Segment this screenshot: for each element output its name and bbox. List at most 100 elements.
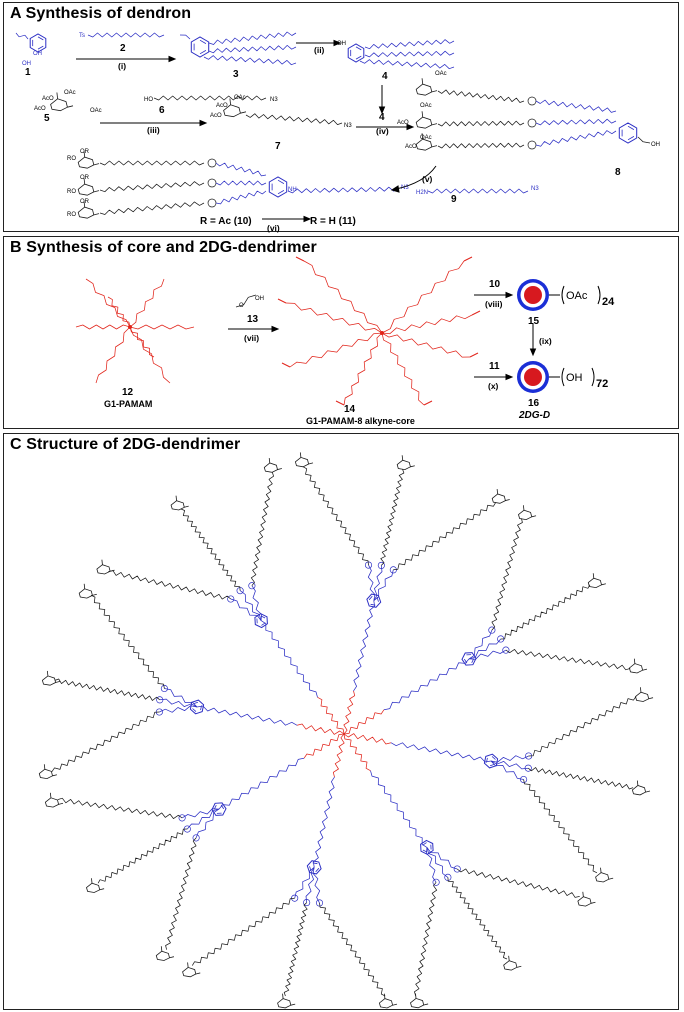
compound-10-sugar-2 [77,178,100,196]
dendron-4-black-arm-1 [165,837,197,950]
core-branch-5 [296,723,345,735]
g1-pamam-branch-8 [129,326,155,358]
compound-10-sugar-1 [77,151,100,169]
panel-b-core-synthesis: B Synthesis of core and 2DG-dendrimer [3,236,679,429]
oac-count-label: 24 [602,296,615,308]
condition-iv: (iv) [376,126,389,136]
dendron-2-blue-arm-2 [426,847,449,878]
dendron-3-blue-arm-3 [294,867,315,899]
glucose-unit-5-2 [41,670,61,686]
compound-5-sugar [50,92,74,112]
dendron-3-triazole-3 [291,894,299,902]
compound-13-structure [235,294,257,308]
dendron-7-linker [353,600,375,692]
dendron-2-black-arm-3 [414,882,438,997]
dendrimer-red-core [296,690,392,778]
compound-label-3: 3 [233,69,239,80]
dendron-1-ring [483,753,499,769]
core-branch-7 [343,690,356,735]
dendron-6-blue-arm-2 [239,590,262,621]
glucose-unit-2-3 [410,993,429,1009]
glucose-unit-5-1 [38,764,58,780]
glucose-unit-2-2 [503,955,522,971]
condition-v: (v) [422,174,433,184]
compound-10-ring [268,176,288,198]
glucose-unit-8-1 [518,505,537,521]
glucose-unit-7-3 [491,488,510,504]
or-label-10b: OR [80,175,90,181]
h2n-label-9: H2N [416,190,428,196]
or-label-10c: OR [80,199,90,205]
glucose-unit-8-2 [587,573,606,589]
compound-6-chain [153,95,267,101]
oac-label-8a: OAc [435,71,447,77]
compound-label-10-b: 10 [489,279,501,290]
g1-pamam-branch-7 [107,296,131,328]
compound-label-14: 14 [344,404,356,415]
compound-8-acid [637,136,651,144]
g1-pamam-name: G1-PAMAM [104,399,152,409]
compound-label-12: 12 [122,387,134,398]
dendron-3-black-arm-2 [283,902,308,997]
compound-10-black-arm-2 [99,181,205,193]
core-branch-3 [332,733,345,778]
dendron-6-linker [260,620,318,698]
dendron-3-triazole-2 [303,899,311,907]
sphere-15 [517,279,549,311]
condition-vi: (vi) [267,223,280,233]
compound-label-15: 15 [528,316,540,327]
condition-x: (x) [488,381,499,391]
dendron-6-triazole-1 [227,595,235,603]
dendron-5-blue-arm-1 [159,705,198,713]
dendron-5-triazole-2 [156,696,164,704]
compound-8-sugar-1 [415,78,438,96]
alkyne-core-branch-8 [381,332,425,406]
glucose-unit-1-1 [635,687,654,702]
dendron-4-blue-arm-3 [181,808,220,819]
nh-label-10: NH [288,187,297,193]
dendron-8-black-arm-1 [491,518,523,631]
r-acetyl-label: R = Ac (10) [200,216,252,227]
compound-8-blue-arm-2 [535,118,617,126]
glucose-unit-3-1 [378,993,398,1009]
dendron-5-blue-arm-3 [164,688,198,708]
dendron-8-triazole-1 [488,626,496,634]
dendron-7-black-arm-2 [380,469,405,566]
dendron-7-triazole-2 [377,561,385,569]
alkyne-core-branch-7 [343,332,383,406]
oac-label-5: OAc [64,90,76,96]
core-branch-2 [343,733,371,772]
ts-label: Ts [79,33,85,39]
aco-label-7b: AcO [210,113,222,119]
condition-vii: (vii) [244,333,259,343]
dendron-1-blue-arm-3 [490,760,524,780]
dendron-2-triazole-3 [432,878,440,886]
compound-4-ring [347,43,365,63]
dendron-1-triazole-3 [520,775,528,784]
glucose-unit-4-2 [86,878,105,893]
dendron-8-triazole-3 [502,646,510,654]
alkyne-core-name: G1-PAMAM-8 alkyne-core [306,416,415,426]
compound-label-5: 5 [44,113,50,124]
compound-4-arm-2 [364,50,455,58]
n3-label-10: N3 [401,185,409,191]
compound-8-sugar-2 [415,111,438,129]
oac-label-8c: OAc [420,135,432,141]
dendron-4-black-arm-2 [97,828,188,884]
compound-label-4b: 4 [379,112,385,123]
compound-8-triazole-2 [527,118,537,128]
dendron-1-blue-arm-1 [490,755,529,763]
condition-i: (i) [118,61,126,71]
compound-8-ring [618,122,638,144]
core-branch-8 [343,709,385,735]
dendron-6-ring [254,613,268,629]
dendron-3-linker [313,776,335,868]
aco-label-5b: AcO [34,106,46,112]
glucose-unit-8-3 [628,658,648,674]
panel-c-dendrimer-structure: C Structure of 2DG-dendrimer [3,433,679,1010]
alkyne-core-branch-1 [303,260,383,334]
alkyne-core-branch-5 [289,332,383,368]
oh-label-1b: OH [22,61,31,67]
dendron-1-black-arm-3 [523,779,598,874]
dendron-1-triazole-2 [524,764,532,772]
